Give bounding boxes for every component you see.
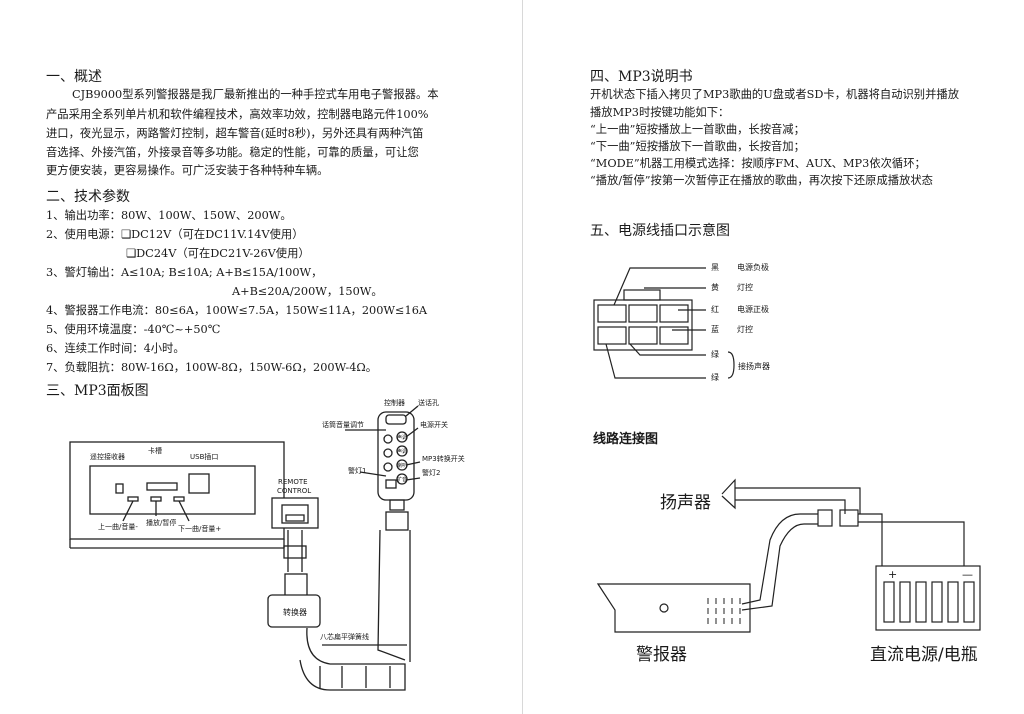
speaker-label: 扬声器	[660, 493, 711, 513]
alarm-label: 警报器	[636, 645, 687, 665]
section-4-title: 四、MP3说明书	[590, 69, 693, 85]
wire-color: 蓝	[711, 325, 719, 334]
section-5-title: 五、电源线插口示意图	[590, 223, 730, 239]
section-2-title: 二、技术参数	[46, 189, 130, 205]
paragraph-line: 进口，夜光显示，两路警灯控制，超车警音(延时8秒)，另外还具有两种汽笛	[46, 127, 424, 140]
voice-vol-label: 话筒音量调节	[322, 421, 364, 429]
controller-btn-label: 声调	[397, 448, 407, 455]
cable-label: 八芯扁平弹簧线	[320, 633, 369, 641]
wire-function: 电源正极	[737, 305, 769, 314]
battery-shape	[875, 565, 981, 631]
mic-label: 送话孔	[418, 399, 439, 407]
remote-jack	[271, 497, 319, 529]
remote-control-label: REMOTE	[278, 478, 308, 486]
wire-color: 黑	[711, 263, 719, 272]
speaker-connect-label: 接扬声器	[738, 362, 770, 371]
paragraph-line: 更方便安装，更容易操作。可广泛安装于各种特种车辆。	[46, 164, 329, 177]
mp3-line: 开机状态下插入拷贝了MP3歌曲的U盘或者SD卡，机器将自动识别并播放	[590, 88, 959, 101]
spec-line: 2、使用电源：❑DC12V（可在DC11V.14V使用）	[46, 228, 304, 241]
spec-line: 7、负载阻抗：80W-16Ω，100W-8Ω，150W-6Ω，200W-4Ω。	[46, 361, 378, 374]
mp3-panel-box	[69, 441, 285, 540]
spec-line: 4、警报器工作电流：80≤6A，100W≤7.5A，150W≤11A，200W≤…	[46, 304, 428, 317]
paragraph-line: 产品采用全系列单片机和软件编程技术，高效率功效，控制器电路元件100%	[46, 108, 429, 121]
section-3-title: 三、MP3面板图	[46, 383, 149, 399]
spec-line: 1、输出功率：80W、100W、150W、200W。	[46, 209, 292, 222]
battery-label: 直流电源/电瓶	[870, 645, 978, 665]
lamp1-label: 警灯1	[348, 467, 367, 475]
mp3-switch-label: MP3转换开关	[422, 455, 465, 463]
paragraph-line: CJB9000型系列警报器是我厂最新推出的一种手控式车用电子警报器。本	[72, 88, 439, 101]
wire-function: 电源负极	[737, 263, 769, 272]
spec-line: A+B≤20A/200W，150W。	[232, 285, 383, 298]
spec-line: 5、使用环境温度：-40℃~+50℃	[46, 323, 221, 336]
converter-label: 转换器	[283, 608, 307, 617]
paragraph-line: 音选择、外接汽笛，外接录音等多功能。稳定的性能，可靠的质量，可让您	[46, 146, 419, 159]
battery-plus: +	[888, 568, 898, 581]
mp3-line: 播放MP3时按键功能如下：	[590, 106, 730, 119]
mp3-line: “MODE”机器工用模式选择：按顺序FM、AUX、MP3依次循环；	[590, 157, 926, 170]
usb-label: USB插口	[190, 453, 219, 461]
wiring-title: 线路连接图	[593, 432, 659, 447]
mp3-line: “播放/暂停”按第一次暂停正在播放的歌曲，再次按下还原成播放状态	[590, 174, 933, 187]
usb-port-shape	[188, 473, 210, 494]
wire-function: 灯控	[737, 325, 753, 334]
controller-label: 控制器	[384, 399, 405, 407]
card-slot-label: 卡槽	[148, 447, 162, 455]
next-vol-label: 下一曲/音量+	[178, 525, 222, 533]
wire-color: 绿	[711, 373, 719, 382]
wire-color: 黄	[711, 283, 719, 292]
play-pause-label: 播放/暂停	[146, 519, 177, 527]
wire-color: 绿	[711, 350, 719, 359]
spec-line: ❑DC24V（可在DC21V-26V使用）	[126, 247, 310, 260]
mp3-line: “上一曲”短按播放上一首歌曲，长按音减；	[590, 123, 805, 136]
mp3-line: “下一曲”短按播放下一首歌曲，长按音加；	[590, 140, 805, 153]
alarm-box-shape	[596, 583, 751, 633]
remote-receiver-label: 遥控接收器	[90, 453, 125, 461]
page-divider	[522, 0, 523, 714]
receiver-window	[115, 483, 124, 494]
card-slot-shape	[146, 482, 178, 491]
spec-line: 6、连续工作时间：4小时。	[46, 342, 185, 355]
section-1-title: 一、概述	[46, 69, 102, 85]
lamp2-label: 警灯2	[422, 469, 441, 477]
converter-box	[267, 594, 321, 628]
power-switch-label: 电源开关	[420, 421, 448, 429]
battery-minus: —	[962, 568, 973, 581]
spec-line: 3、警灯输出：A≤10A; B≤10A; A+B≤15A/100W，	[46, 266, 323, 279]
prev-vol-label: 上一曲/音量-	[98, 523, 138, 531]
controller-btn-label: 喇叭	[397, 462, 407, 469]
remote-control-label: CONTROL	[277, 487, 312, 495]
controller-btn-label: 声调	[397, 434, 407, 441]
connector-housing	[593, 299, 693, 351]
wire-function: 灯控	[737, 283, 753, 292]
controller-btn-label: 扩音	[397, 476, 407, 483]
wire-color: 红	[711, 305, 719, 314]
